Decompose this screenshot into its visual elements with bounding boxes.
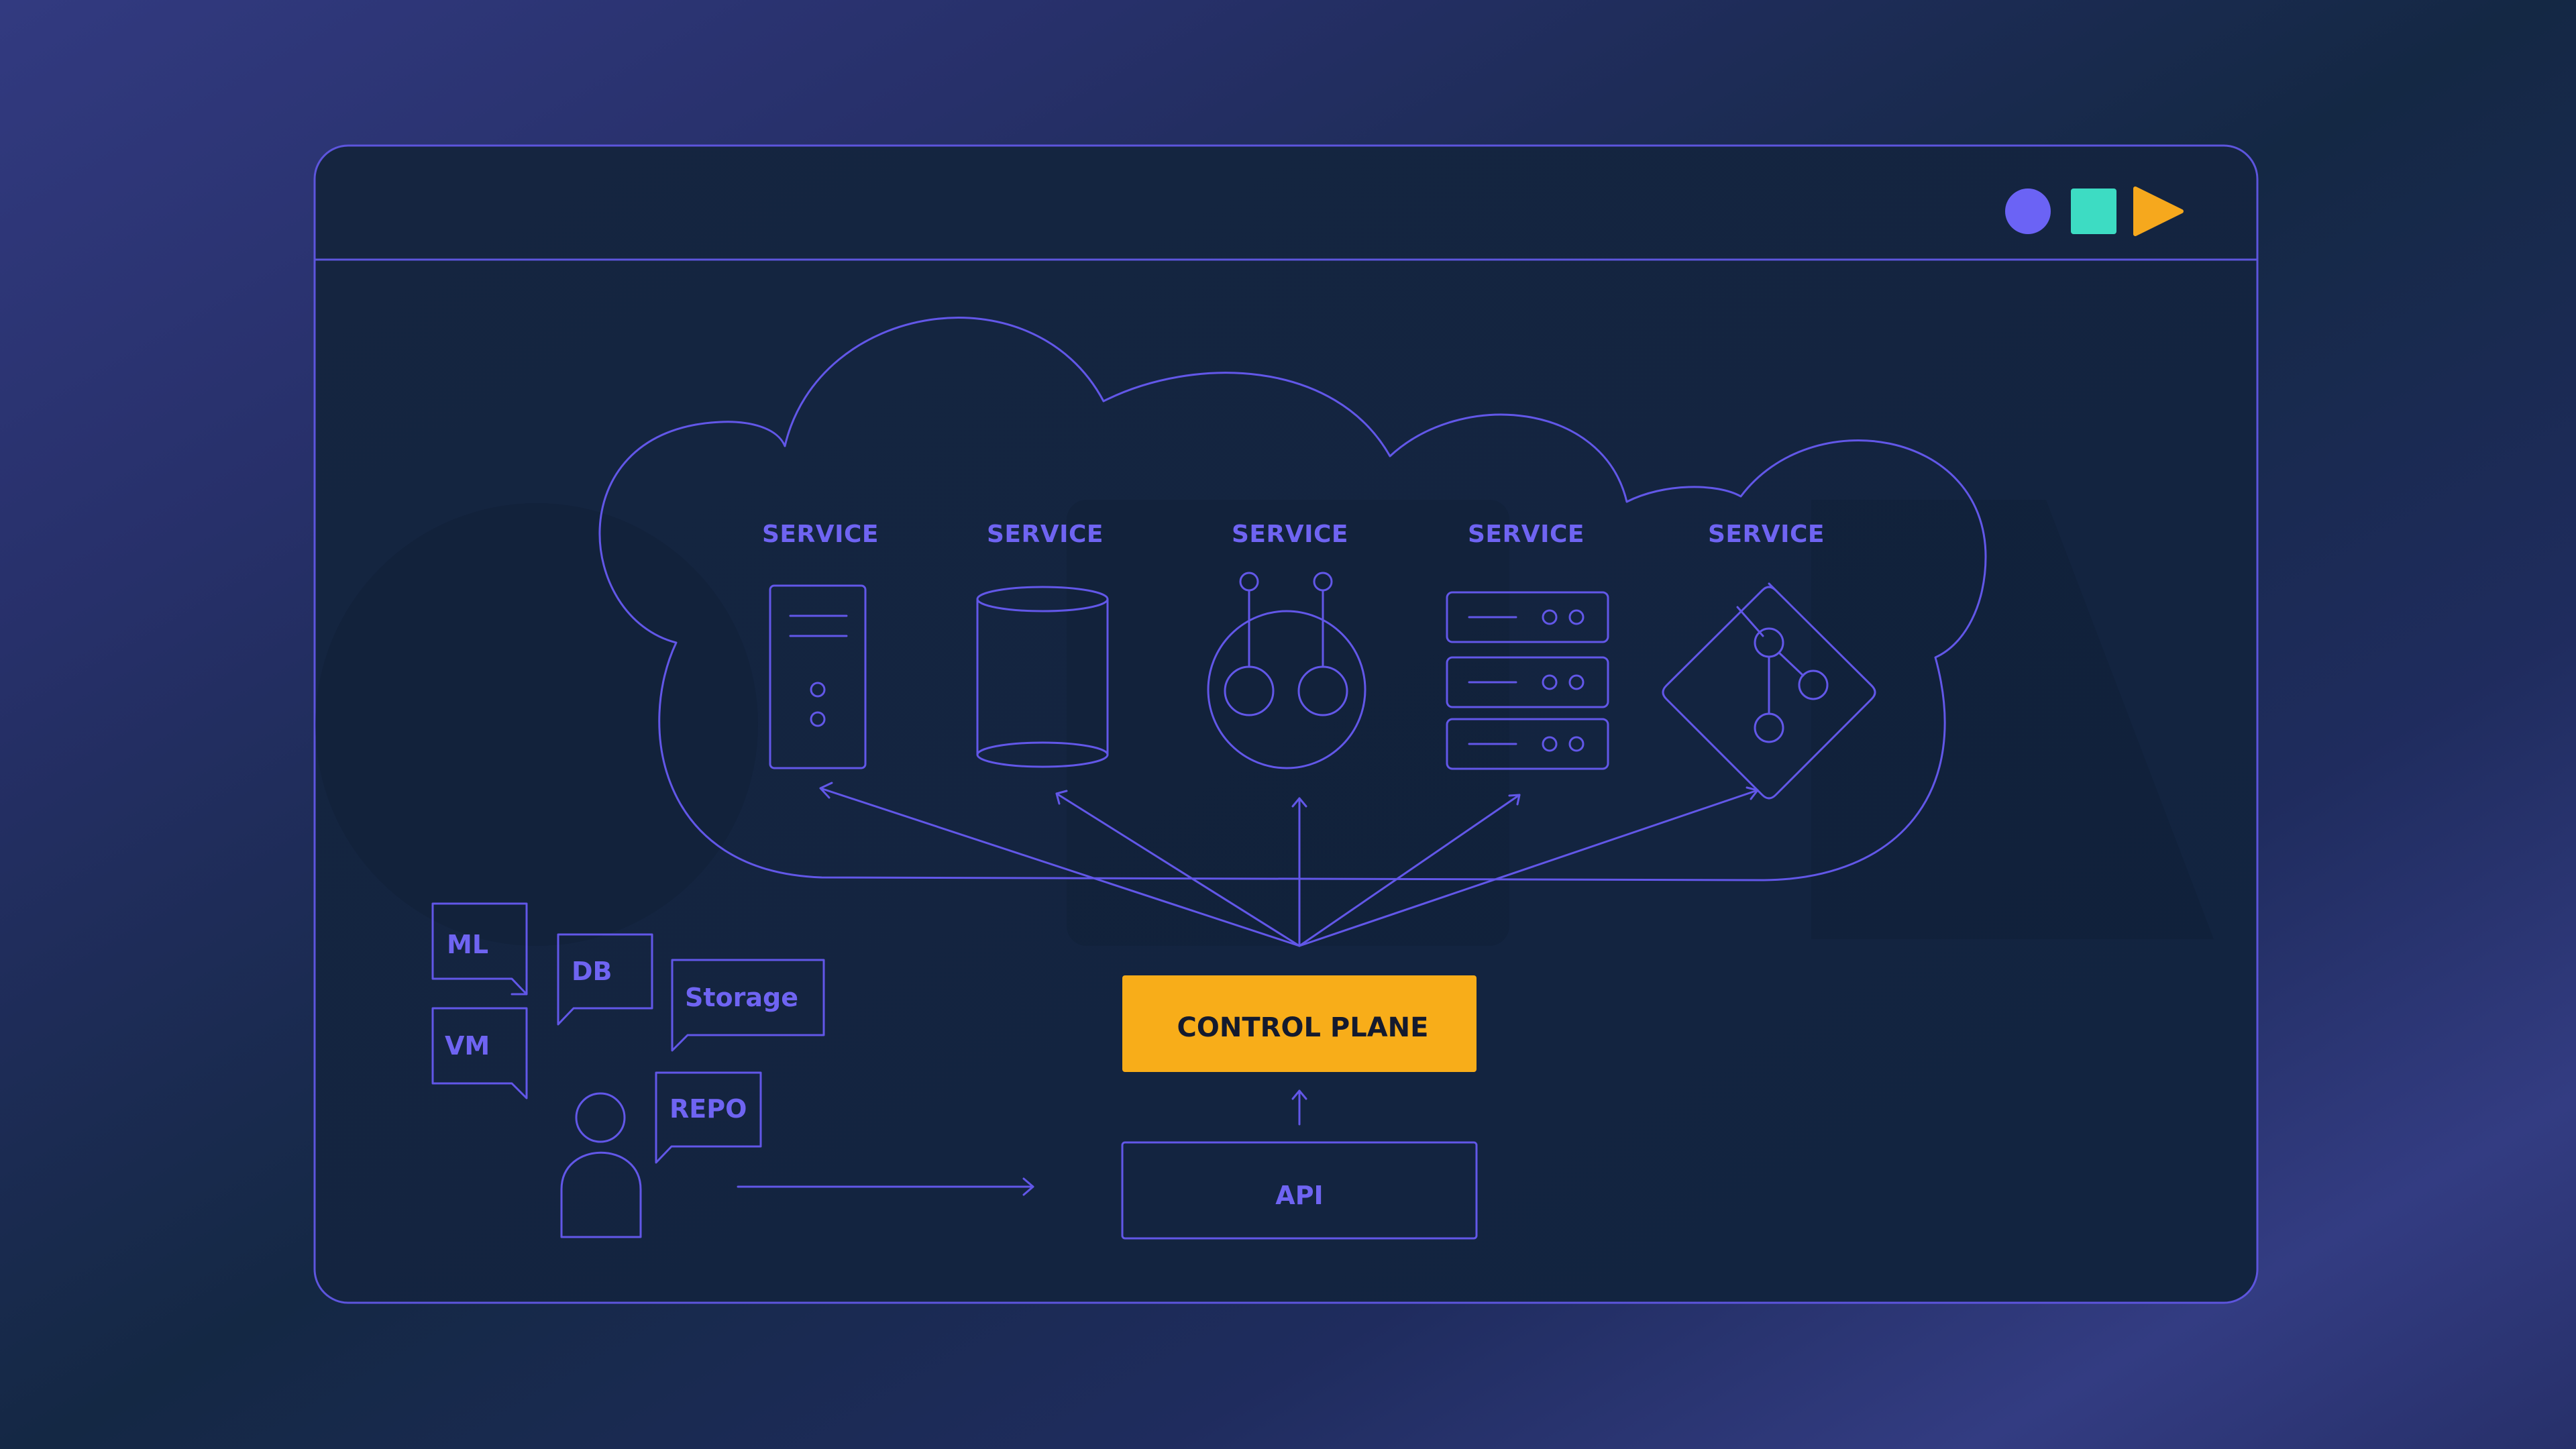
bubble-storage: Storage [671,959,825,1052]
control-plane-arrows [819,782,1759,947]
square-icon[interactable] [2071,189,2116,234]
service-label-3: SERVICE [1232,521,1348,548]
api-label: API [1275,1181,1323,1210]
service-label-5: SERVICE [1708,521,1825,548]
play-icon[interactable] [2133,186,2184,236]
bubble-db: DB [557,933,653,1026]
bubble-ml: ML [431,902,528,996]
browser-window [313,144,2259,1304]
robot-face-icon [1207,572,1366,769]
api-up-arrow [1291,1089,1307,1126]
api-box[interactable]: API [1121,1141,1478,1240]
control-plane-box[interactable]: CONTROL PLANE [1122,975,1477,1072]
window-controls [2005,186,2184,236]
cloud-outline [598,317,1987,881]
database-cylinder-icon [976,586,1109,768]
circle-icon[interactable] [2005,189,2051,234]
bubble-repo: REPO [655,1071,762,1164]
user-to-api-arrow [737,1177,1034,1196]
bubble-storage-label: Storage [685,983,798,1012]
bubble-vm: VM [431,1007,528,1099]
server-rack-icon [1446,591,1609,770]
bubble-ml-label: ML [447,930,488,959]
server-tower-icon [769,584,867,769]
service-label-2: SERVICE [987,521,1104,548]
background-decoration [315,500,2214,946]
service-label-4: SERVICE [1468,521,1585,548]
user-icon [560,1092,642,1238]
service-label-1: SERVICE [762,521,879,548]
control-plane-label: CONTROL PLANE [1177,1012,1429,1043]
git-branch-icon [1662,582,1876,800]
bubble-vm-label: VM [445,1031,490,1061]
bubble-repo-label: REPO [669,1094,747,1124]
bubble-db-label: DB [572,957,612,986]
